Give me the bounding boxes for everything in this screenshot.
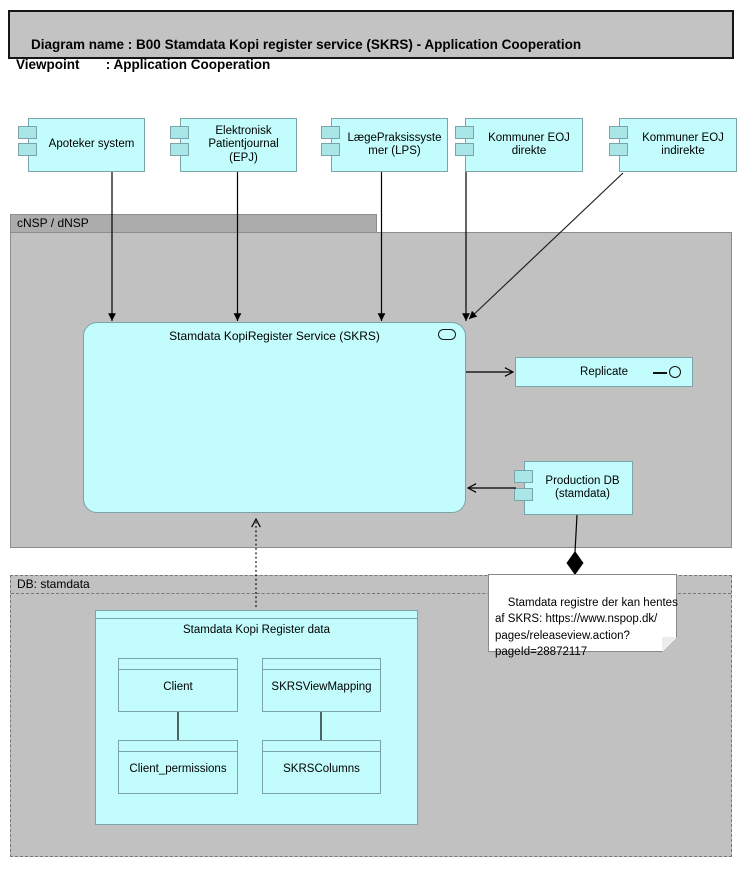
- component-icon: [170, 143, 189, 156]
- group-cnsp-dnsp-label: cNSP / dNSP: [17, 216, 89, 230]
- data-object-header-strip: [96, 611, 417, 619]
- service-skrs: Stamdata KopiRegister Service (SKRS): [83, 322, 466, 513]
- interface-icon: [669, 366, 681, 378]
- interface-icon: [653, 372, 667, 374]
- component-icon: [18, 126, 37, 139]
- component-icon: [321, 126, 340, 139]
- component-icon: [514, 488, 533, 501]
- production-db-label: Production DB (stamdata): [545, 474, 620, 501]
- entity-label: Client: [163, 680, 193, 693]
- group-cnsp-dnsp-tab: cNSP / dNSP: [10, 214, 377, 233]
- composition-diamond-icon: [566, 551, 584, 575]
- entity-skrscolumns: SKRSColumns: [262, 740, 381, 794]
- component-production-db: Production DB (stamdata): [514, 461, 633, 515]
- interface-replicate-label: Replicate: [580, 366, 628, 378]
- service-skrs-label: Stamdata KopiRegister Service (SKRS): [169, 329, 380, 343]
- component-icon: [18, 143, 37, 156]
- note-text: Stamdata registre der kan hentes af SKRS…: [495, 596, 678, 659]
- app-label: Elektronisk Patientjournal (EPJ): [208, 124, 279, 164]
- component-icon: [514, 470, 533, 483]
- component-icon: [609, 126, 628, 139]
- application-service-icon: [438, 329, 456, 340]
- component-icon: [609, 143, 628, 156]
- component-icon: [455, 143, 474, 156]
- entity-client: Client: [118, 658, 238, 712]
- app-component-kommuner-eoj-direkte: Kommuner EOJ direkte: [455, 118, 583, 172]
- app-component-kommuner-eoj-indirekte: Kommuner EOJ indirekte: [609, 118, 737, 172]
- entity-header-strip: [263, 659, 380, 670]
- app-label: Kommuner EOJ indirekte: [642, 131, 724, 158]
- app-component-epj: Elektronisk Patientjournal (EPJ): [170, 118, 297, 172]
- app-component-apoteker-system: Apoteker system: [18, 118, 145, 172]
- entity-client-permissions: Client_permissions: [118, 740, 238, 794]
- app-label: Kommuner EOJ direkte: [488, 131, 570, 158]
- data-object-title: Stamdata Kopi Register data: [182, 624, 331, 636]
- entity-label: Client_permissions: [129, 762, 227, 775]
- app-label: LægePraksissyste mer (LPS): [347, 131, 442, 158]
- component-icon: [455, 126, 474, 139]
- interface-replicate: Replicate: [515, 357, 693, 387]
- note-fold-icon: [662, 637, 676, 651]
- diagram-title-text: Diagram name : B00 Stamdata Kopi registe…: [16, 37, 582, 72]
- entity-header-strip: [119, 659, 237, 670]
- note-stamdata-registre: Stamdata registre der kan hentes af SKRS…: [488, 574, 678, 658]
- entity-label: SKRSViewMapping: [271, 680, 372, 693]
- app-label: Apoteker system: [48, 138, 135, 151]
- app-component-lps: LægePraksissyste mer (LPS): [321, 118, 448, 172]
- title-bar: Diagram name : B00 Stamdata Kopi registe…: [8, 10, 734, 72]
- entity-label: SKRSColumns: [283, 762, 360, 775]
- entity-header-strip: [263, 741, 380, 752]
- entity-header-strip: [119, 741, 237, 752]
- group-db-stamdata-label: DB: stamdata: [11, 576, 731, 594]
- entity-skrsviewmapping: SKRSViewMapping: [262, 658, 381, 712]
- component-icon: [170, 126, 189, 139]
- component-icon: [321, 143, 340, 156]
